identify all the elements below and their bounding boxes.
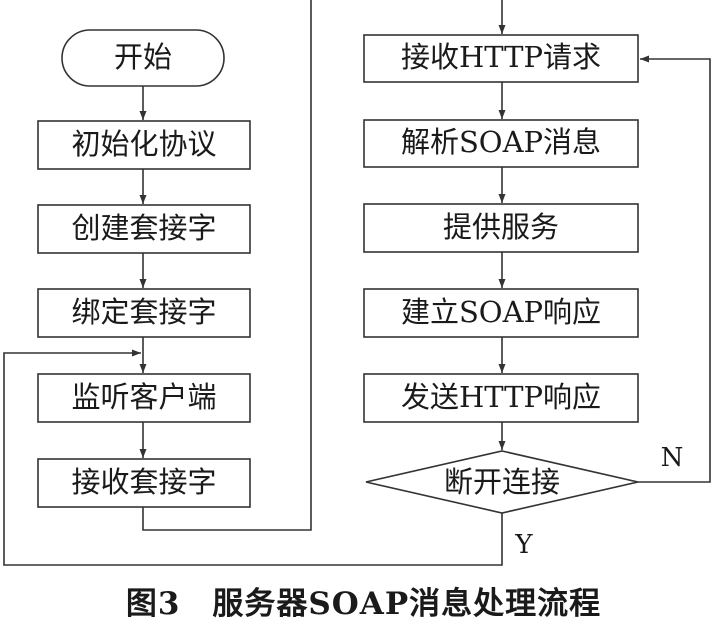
step-build-soap-response xyxy=(363,288,639,338)
step-bind-socket xyxy=(37,288,251,338)
step-listen-client xyxy=(37,373,251,423)
no-branch-loop xyxy=(638,55,711,483)
step-receive-http-label: 接收HTTP请求 xyxy=(401,40,601,74)
step-create-socket-label: 创建套接字 xyxy=(71,211,216,245)
step-build-soap-response-label: 建立SOAP响应 xyxy=(401,295,601,329)
yes-branch-loop xyxy=(3,349,503,566)
step-parse-soap-label: 解析SOAP消息 xyxy=(401,125,601,159)
step-create-socket xyxy=(37,204,251,254)
step-send-http-response xyxy=(363,373,639,423)
connector-to-right-column xyxy=(142,0,312,531)
step-listen-client-label: 监听客户端 xyxy=(71,380,216,414)
step-provide-service-label: 提供服务 xyxy=(443,210,559,244)
step-init-protocol-label: 初始化协议 xyxy=(71,127,216,161)
start-label: 开始 xyxy=(114,40,172,74)
step-init-protocol xyxy=(37,120,251,170)
step-send-http-response-label: 发送HTTP响应 xyxy=(401,380,601,414)
flowchart: 开始 初始化协议 创建套接字 绑定套接字 监听客户端 接收套接字 接收HTTP请… xyxy=(3,0,711,566)
yes-branch-label: Y xyxy=(514,530,533,560)
no-branch-label: N xyxy=(661,443,684,473)
step-receive-http xyxy=(363,34,639,83)
step-bind-socket-label: 绑定套接字 xyxy=(71,295,216,329)
step-provide-service xyxy=(363,203,639,253)
figure-caption: 图3 服务器SOAP消息处理流程 xyxy=(125,586,602,622)
step-parse-soap xyxy=(363,119,639,168)
step-accept-socket xyxy=(37,458,251,508)
decision-disconnect-label: 断开连接 xyxy=(444,465,560,499)
step-accept-socket-label: 接收套接字 xyxy=(71,465,216,499)
